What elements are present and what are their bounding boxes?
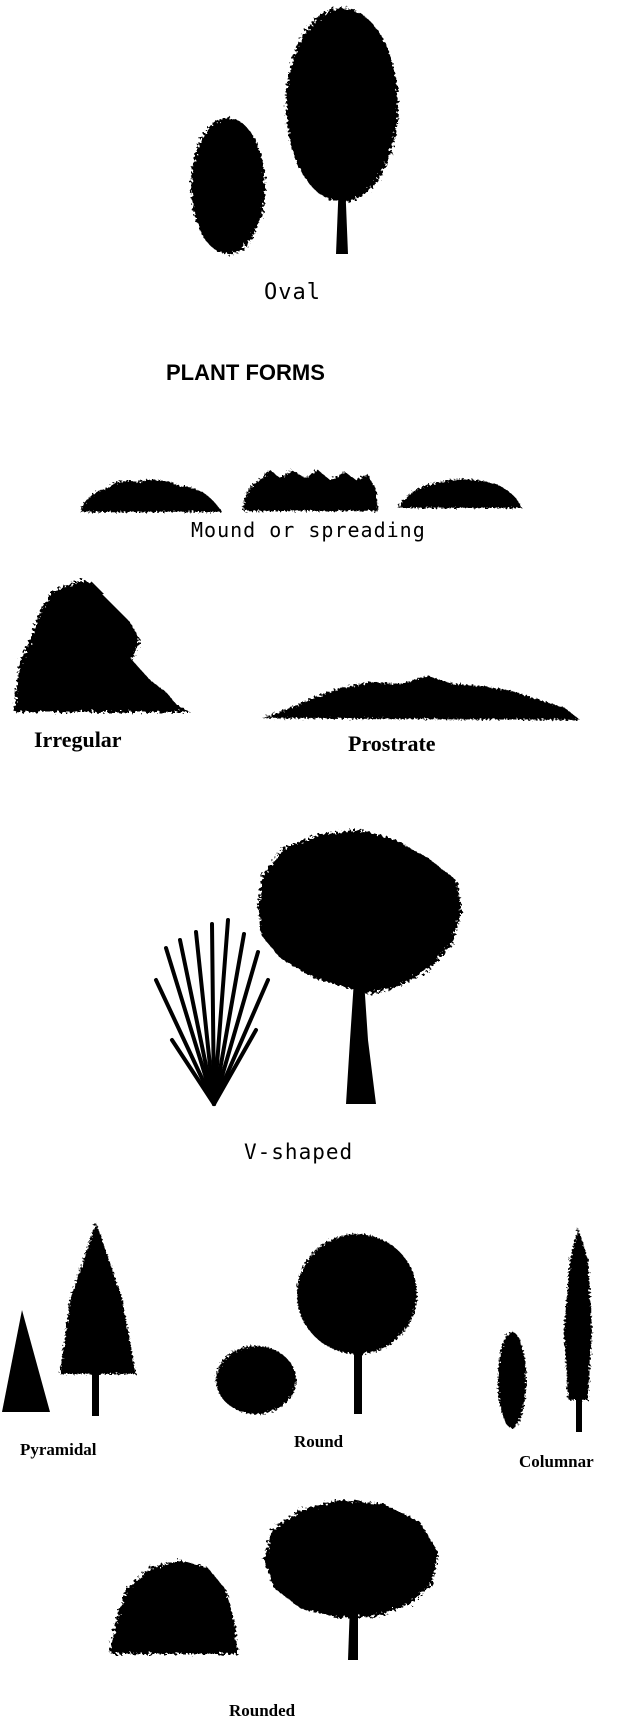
oval-shrub-silhouette <box>191 118 265 254</box>
label-oval: Oval <box>264 280 321 305</box>
rounded-tree-silhouette <box>264 1500 438 1660</box>
label-columnar: Columnar <box>519 1452 594 1472</box>
irregular-tree-silhouette <box>14 580 190 712</box>
round-shrub-silhouette <box>216 1346 296 1414</box>
label-pyramidal: Pyramidal <box>20 1440 97 1460</box>
prostrate-plant-silhouette <box>262 676 580 720</box>
page-title: PLANT FORMS <box>166 360 325 386</box>
columnar-shrub-silhouette <box>498 1332 526 1428</box>
pyramidal-tree-silhouette <box>60 1222 136 1416</box>
columnar-tree-silhouette <box>564 1228 592 1432</box>
round-tree-silhouette <box>297 1234 417 1414</box>
vshaped-shrub-silhouette <box>156 920 268 1104</box>
mound-shrub-left <box>80 480 222 512</box>
label-irregular: Irregular <box>34 727 122 753</box>
label-mound-or-spreading: Mound or spreading <box>191 518 426 542</box>
mound-shrub-right <box>398 479 522 508</box>
vshaped-tree-silhouette <box>258 830 462 1104</box>
label-v-shaped: V-shaped <box>244 1140 353 1164</box>
label-rounded: Rounded <box>229 1701 295 1721</box>
rounded-shrub-silhouette <box>110 1560 238 1654</box>
mound-shrub-center <box>243 470 378 511</box>
label-round: Round <box>294 1432 343 1452</box>
label-prostrate: Prostrate <box>348 731 436 757</box>
oval-tree-silhouette <box>286 8 398 254</box>
pyramidal-shrub-silhouette <box>2 1310 50 1412</box>
